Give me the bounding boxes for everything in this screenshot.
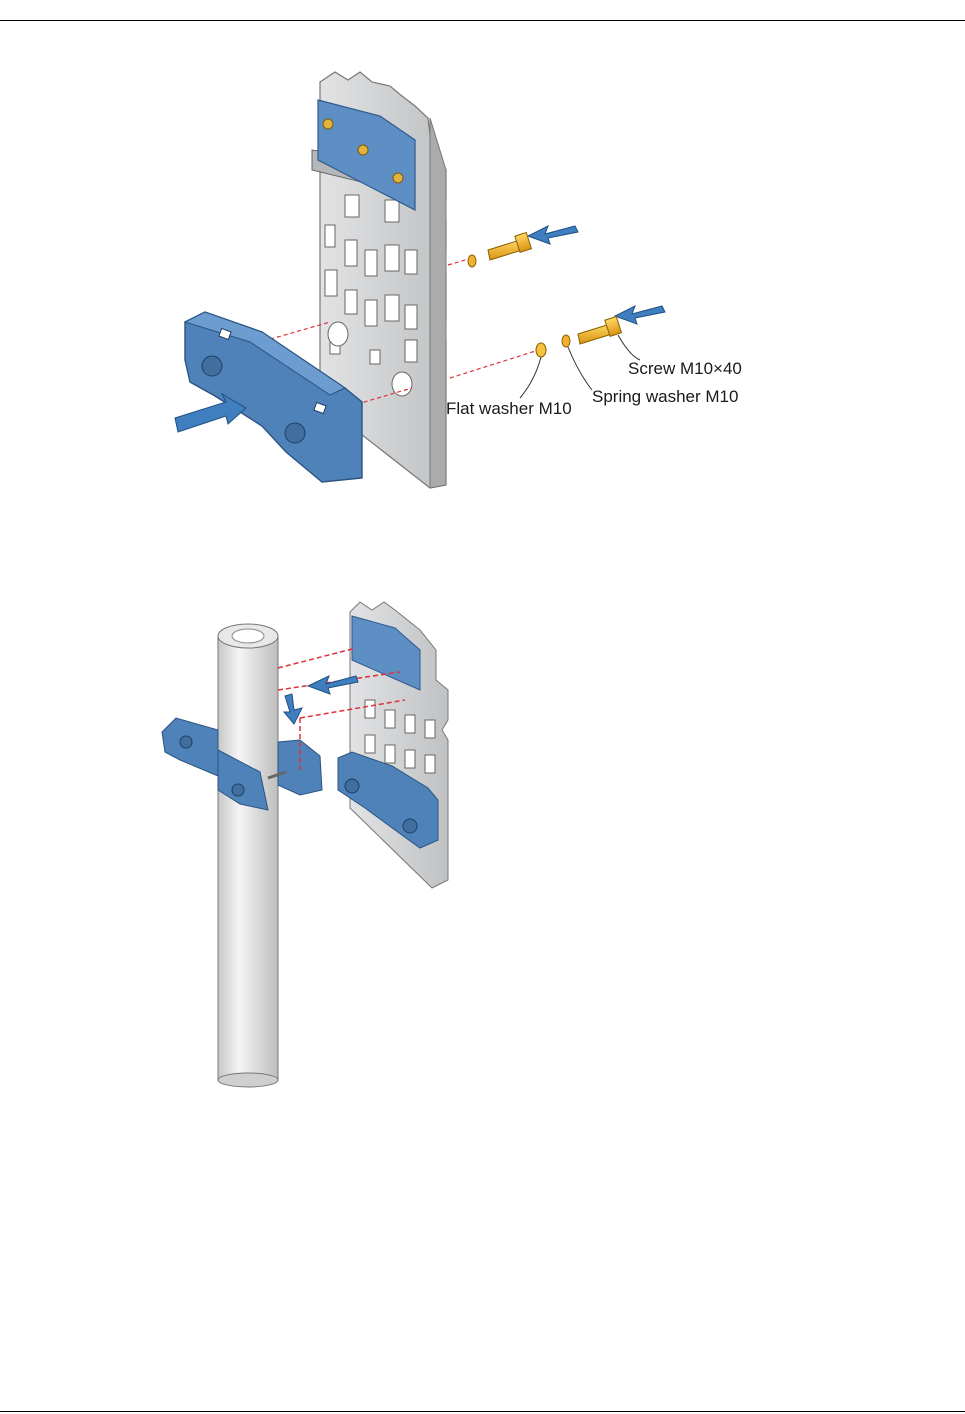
screw-label: Screw M10×40 bbox=[628, 360, 742, 377]
flat-washer-icon bbox=[536, 343, 546, 357]
pole bbox=[218, 624, 278, 1087]
footer-rule bbox=[0, 1411, 965, 1412]
figure-2-pole-mounting bbox=[0, 590, 965, 1090]
flat-washer-label: Flat washer M10 bbox=[446, 400, 572, 417]
figure-1-clamp-assembly bbox=[0, 60, 965, 500]
spring-washer-label: Spring washer M10 bbox=[592, 388, 738, 405]
lower-screw bbox=[578, 317, 621, 344]
spring-washer-icon bbox=[562, 335, 570, 347]
arrow-icon bbox=[284, 676, 358, 724]
mounting-plate-on-pole bbox=[350, 602, 448, 888]
upper-screw bbox=[468, 233, 531, 267]
header-rule bbox=[0, 20, 965, 21]
